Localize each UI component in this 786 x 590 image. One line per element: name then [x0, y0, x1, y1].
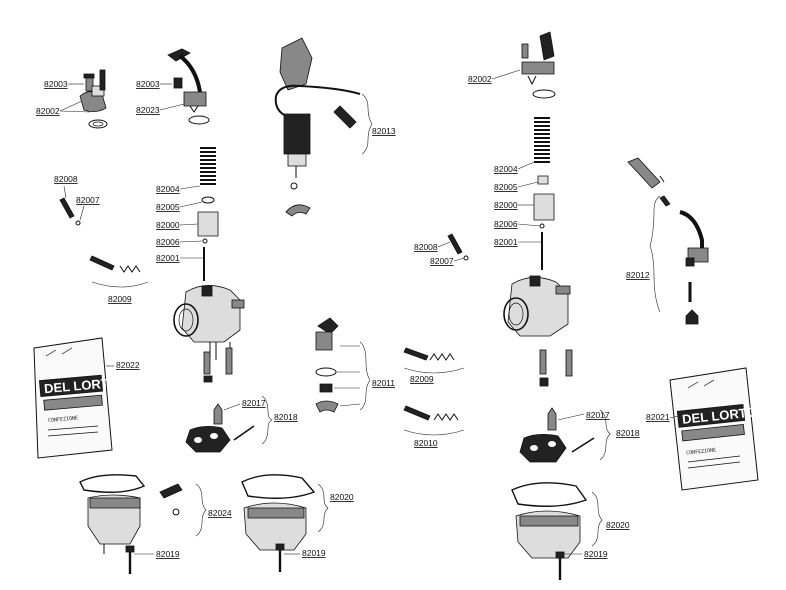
gasket-kit-bag-left: DEL LORTO CONFEZIONE — [33, 337, 119, 459]
float-assembly-right — [519, 407, 595, 463]
idle-screw-left — [89, 255, 141, 273]
choke-assembly — [274, 37, 361, 217]
bag-brand-left: DEL LORTO — [43, 375, 119, 396]
part-label-82010: 82010 — [414, 438, 438, 448]
part-label-82008-a: 82008 — [54, 174, 78, 184]
mixture-screw-right — [447, 233, 469, 261]
part-label-82018-b: 82018 — [616, 428, 640, 438]
part-label-82006-b: 82006 — [494, 219, 518, 229]
part-label-82007-b: 82007 — [430, 256, 454, 266]
part-label-82007-a: 82007 — [76, 195, 100, 205]
fuel-tap-assembly-right — [167, 48, 210, 125]
part-label-82000-b: 82000 — [494, 200, 518, 210]
part-label-82017-a: 82017 — [242, 398, 266, 408]
part-label-82000-a: 82000 — [156, 220, 180, 230]
part-label-82006-a: 82006 — [156, 237, 180, 247]
throttle-spring-left — [197, 147, 219, 281]
part-label-82011: 82011 — [372, 378, 395, 388]
part-label-82003-a: 82003 — [44, 79, 68, 89]
part-label-82004-a: 82004 — [156, 184, 180, 194]
float-assembly-left — [185, 403, 255, 453]
part-label-82005-a: 82005 — [156, 202, 180, 212]
part-label-82013: 82013 — [372, 126, 396, 136]
part-label-82005-b: 82005 — [494, 182, 518, 192]
bag-caption-right: CONFEZIONE — [686, 447, 717, 456]
mixture-screw-left — [59, 197, 81, 226]
part-label-82017-b: 82017 — [586, 410, 610, 420]
part-label-82019-c: 82019 — [584, 549, 608, 559]
carburettor-body-right — [503, 275, 573, 387]
part-label-82008-b: 82008 — [414, 242, 438, 252]
float-bowl-middle — [241, 474, 316, 572]
float-bowl-right — [511, 482, 588, 580]
part-label-82002-a: 82002 — [36, 106, 60, 116]
part-label-82009-a: 82009 — [108, 294, 132, 304]
part-label-82024: 82024 — [208, 508, 232, 518]
part-label-82023: 82023 — [136, 105, 160, 115]
adjusting-screw-right — [403, 405, 459, 421]
carburettor-body-left — [173, 285, 245, 383]
bag-caption-left: CONFEZIONE — [48, 415, 79, 424]
float-bowl-left — [79, 474, 183, 574]
part-label-82020-a: 82020 — [330, 492, 354, 502]
part-label-82021: 82021 — [646, 412, 670, 422]
fuel-tap-top-right — [521, 31, 556, 99]
part-label-82002-b: 82002 — [468, 74, 492, 84]
part-label-82001-b: 82001 — [494, 237, 518, 247]
gasket-kit-bag-right: DEL LORTO CONFEZIONE — [669, 367, 759, 491]
part-label-82004-b: 82004 — [494, 164, 518, 174]
part-label-82012: 82012 — [626, 270, 650, 280]
fuel-tap-middle — [315, 317, 339, 413]
part-label-82019-b: 82019 — [302, 548, 326, 558]
idle-screw-right — [403, 347, 455, 361]
fuel-tap-assembly-left — [79, 69, 108, 129]
part-label-82019-a: 82019 — [156, 549, 180, 559]
part-label-82020-b: 82020 — [606, 520, 630, 530]
part-label-82001-a: 82001 — [156, 253, 180, 263]
part-label-82018-a: 82018 — [274, 412, 298, 422]
throttle-spring-right — [533, 117, 555, 270]
part-label-82022: 82022 — [116, 360, 140, 370]
part-label-82009-b: 82009 — [410, 374, 434, 384]
part-label-82003-b: 82003 — [136, 79, 160, 89]
choke-lever-assembly — [627, 157, 709, 325]
